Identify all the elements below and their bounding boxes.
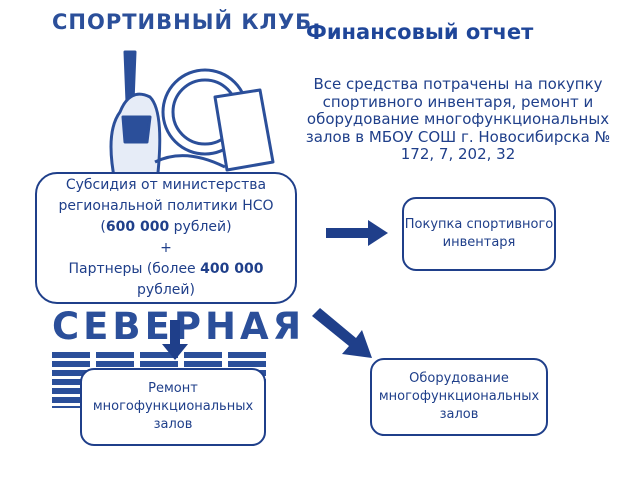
arrow-right-icon <box>326 220 388 246</box>
club-logo-top-text: СПОРТИВНЫЙ КЛУБ <box>52 10 313 34</box>
hall-repair-label: Ремонт многофункциональных залов <box>92 381 254 432</box>
report-description: Все средства потрачены на покупку спорти… <box>305 75 611 163</box>
hall-equipment-label: Оборудование многофункциональных залов <box>378 371 540 422</box>
arrow-down-icon <box>162 320 188 360</box>
equipment-purchase-label: Покупка спортивного инвентаря <box>404 217 554 250</box>
source-line-5: рублей) <box>137 282 195 298</box>
equipment-purchase-box: Покупка спортивного инвентаря <box>402 197 556 271</box>
source-line-3-suffix: рублей) <box>169 219 232 235</box>
arrow-down-right-icon <box>312 308 372 358</box>
funding-source-box: Субсидия от министерства региональной по… <box>35 172 297 304</box>
source-line-3: (600 000 рублей) <box>37 217 295 238</box>
source-line-4-prefix: Партнеры (более <box>68 261 201 277</box>
page-title: Финансовый отчет <box>306 20 534 44</box>
source-line-3-prefix: ( <box>100 219 106 235</box>
source-line-2: региональной политики НСО <box>58 198 274 214</box>
source-line-4: Партнеры (более 400 000 <box>37 259 295 280</box>
hall-repair-box: Ремонт многофункциональных залов <box>80 368 266 446</box>
hall-equipment-box: Оборудование многофункциональных залов <box>370 358 548 436</box>
subsidy-amount: 600 000 <box>105 219 170 235</box>
plus-sign: + <box>160 240 172 256</box>
source-line-1: Субсидия от министерства <box>65 177 267 193</box>
partners-amount: 400 000 <box>200 261 264 277</box>
spartan-mascot-icon <box>109 50 275 184</box>
